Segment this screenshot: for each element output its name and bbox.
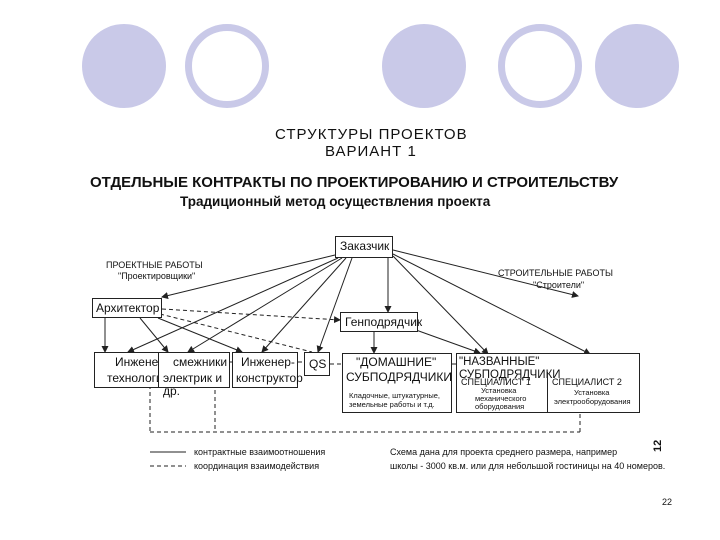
decor-circle-2	[185, 24, 269, 108]
legend-solid-label: контрактные взаимоотношения	[194, 447, 326, 457]
arrow-customer-qs	[316, 257, 353, 353]
specialist-2-detail-1: Установка	[574, 388, 610, 397]
general-contractor-label: Генподрядчик	[345, 315, 423, 329]
specialist-1-detail-2: механического	[475, 394, 527, 403]
decor-circle-4	[498, 24, 582, 108]
side-page-number: 12	[652, 439, 664, 452]
subtitle-line-2: Традиционный метод осуществления проекта	[180, 194, 491, 209]
domestic-subcontractors-box: "ДОМАШНИЕ" СУБПОДРЯДЧИКИ Кладочные, штук…	[342, 353, 452, 413]
arrow-gencontractor-nominated	[415, 329, 481, 355]
design-group-label-1: ПРОЕКТНЫЕ РАБОТЫ	[106, 260, 203, 270]
engineers-technologists-box: Инженеры- технологи	[94, 352, 178, 388]
engineer-designer-box: Инженер- конструктор	[232, 352, 303, 388]
arrow-customer-designer	[261, 257, 347, 353]
general-contractor-box: Генподрядчик	[340, 312, 422, 332]
nominated-title: "НАЗВАННЫЕ" СУБПОДРЯДЧИКИ	[459, 356, 561, 381]
specialist-1-detail-1: Установка	[481, 386, 517, 395]
arrow-customer-nominated1	[392, 255, 489, 355]
qs-label: QS	[309, 357, 327, 371]
title-line-1: СТРУКТУРЫ ПРОЕКТОВ	[275, 126, 468, 143]
engineer-designer-label-2: конструктор	[236, 371, 303, 385]
related-specialists-label-1: смежники	[173, 355, 228, 369]
decor-circle-3	[382, 24, 466, 108]
arrow-customer-engineers	[127, 257, 339, 353]
specialist-2-label: СПЕЦИАЛИСТ 2	[552, 377, 622, 387]
domestic-detail-2: земельные работы и т.д.	[349, 400, 435, 409]
dash-architect-qs	[159, 313, 313, 353]
domestic-label-1: "ДОМАШНИЕ"	[356, 355, 437, 369]
legend-dashed-label: координация взаимодействия	[194, 461, 320, 471]
engineer-designer-label-1: Инженер-	[241, 355, 295, 369]
customer-box: Заказчик	[335, 236, 393, 258]
arrow-architect-related	[139, 317, 169, 353]
related-specialists-box: смежники электрик и др.	[158, 352, 230, 398]
note-line-2: школы - 3000 кв.м. или для небольшой гос…	[390, 461, 666, 471]
decor-circle-5	[595, 24, 679, 108]
engineers-technologists-label-2: технологи	[107, 371, 163, 385]
title-line-2: ВАРИАНТ 1	[325, 143, 417, 160]
specialist-1-detail-3: оборудования	[475, 402, 525, 411]
specialist-1-label: СПЕЦИАЛИСТ 1	[461, 377, 531, 387]
domestic-label-2: СУБПОДРЯДЧИКИ	[346, 370, 452, 384]
design-group-label-2: "Проектировщики"	[118, 271, 196, 281]
note-line-1: Схема дана для проекта среднего размера,…	[390, 447, 618, 457]
subtitle-line-1: ОТДЕЛЬНЫЕ КОНТРАКТЫ ПО ПРОЕКТИРОВАНИЮ И …	[90, 174, 619, 191]
arrow-customer-architect	[161, 254, 336, 299]
architect-label: Архитектор	[96, 301, 160, 315]
customer-label: Заказчик	[340, 239, 390, 253]
arrow-customer-nominated2	[392, 253, 591, 355]
related-specialists-label-2: электрик и др.	[163, 371, 223, 398]
domestic-detail-1: Кладочные, штукатурные,	[349, 391, 440, 400]
arrow-customer-construction	[392, 249, 579, 298]
page-number: 22	[662, 497, 673, 507]
qs-box: QS	[304, 352, 330, 376]
arrow-architect-designer	[157, 317, 243, 353]
specialist-2-box: СПЕЦИАЛИСТ 2 Установка электрооборудован…	[548, 372, 638, 412]
construction-group-label-1: СТРОИТЕЛЬНЫЕ РАБОТЫ	[498, 268, 613, 278]
arrow-customer-related	[187, 257, 343, 353]
construction-group-label-2: "Строители"	[533, 280, 585, 290]
specialist-2-detail-2: электрооборудования	[554, 397, 631, 406]
architect-box: Архитектор	[92, 298, 162, 318]
nominated-subcontractors-box: "НАЗВАННЫЕ" СУБПОДРЯДЧИКИ СПЕЦИАЛИСТ 1 У…	[456, 353, 640, 413]
dash-architect-gencontractor	[161, 308, 341, 324]
specialist-1-box: СПЕЦИАЛИСТ 1 Установка механического обо…	[457, 372, 548, 412]
decor-circle-1	[82, 24, 166, 108]
